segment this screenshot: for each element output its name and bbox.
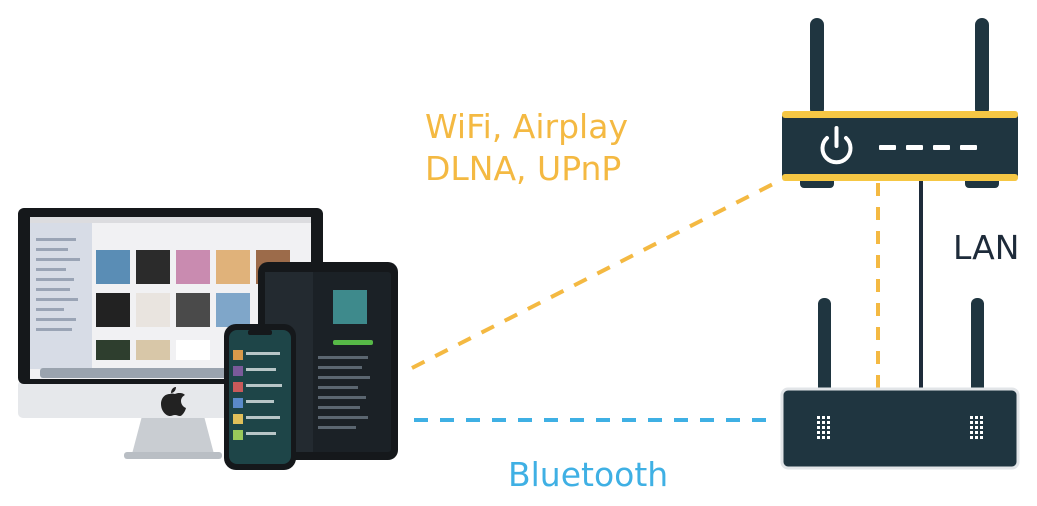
computer-sidebar <box>30 223 92 369</box>
router-body <box>782 111 1018 181</box>
music-streamer <box>780 298 1020 470</box>
streamer-antenna-right <box>971 298 984 394</box>
dlna-upnp-label: DLNA, UPnP <box>425 149 622 188</box>
wifi-airplay-label: WiFi, Airplay <box>425 107 628 146</box>
bluetooth-label: Bluetooth <box>508 455 669 494</box>
router-status-lights <box>879 145 977 150</box>
router-bottom-stripe <box>782 174 1018 181</box>
computer-stand <box>132 416 214 454</box>
apple-logo-icon <box>161 387 186 416</box>
speaker-grille-icon <box>970 416 983 439</box>
streamer-antenna-left <box>818 298 831 394</box>
phone-screen <box>229 330 291 464</box>
router-antenna-left <box>810 18 824 116</box>
tablet-track-list <box>318 356 370 429</box>
sidebar-list-lines <box>36 238 80 331</box>
computer-menubar <box>30 217 311 223</box>
smartphone <box>224 324 296 470</box>
lan-label: LAN <box>953 228 1020 267</box>
power-icon <box>820 126 853 165</box>
phone-notch <box>248 330 272 335</box>
wifi-dashed-line <box>411 181 776 370</box>
phone-track-list <box>233 350 282 440</box>
streamer-body <box>780 387 1020 470</box>
tablet-play-button <box>333 340 373 345</box>
router-top-stripe <box>782 111 1018 118</box>
speaker-grille-icon <box>817 416 830 439</box>
computer-stand-base <box>124 452 222 459</box>
router-antenna-right <box>975 18 989 116</box>
tablet-album-art <box>333 290 367 324</box>
wifi-router <box>782 18 1018 188</box>
